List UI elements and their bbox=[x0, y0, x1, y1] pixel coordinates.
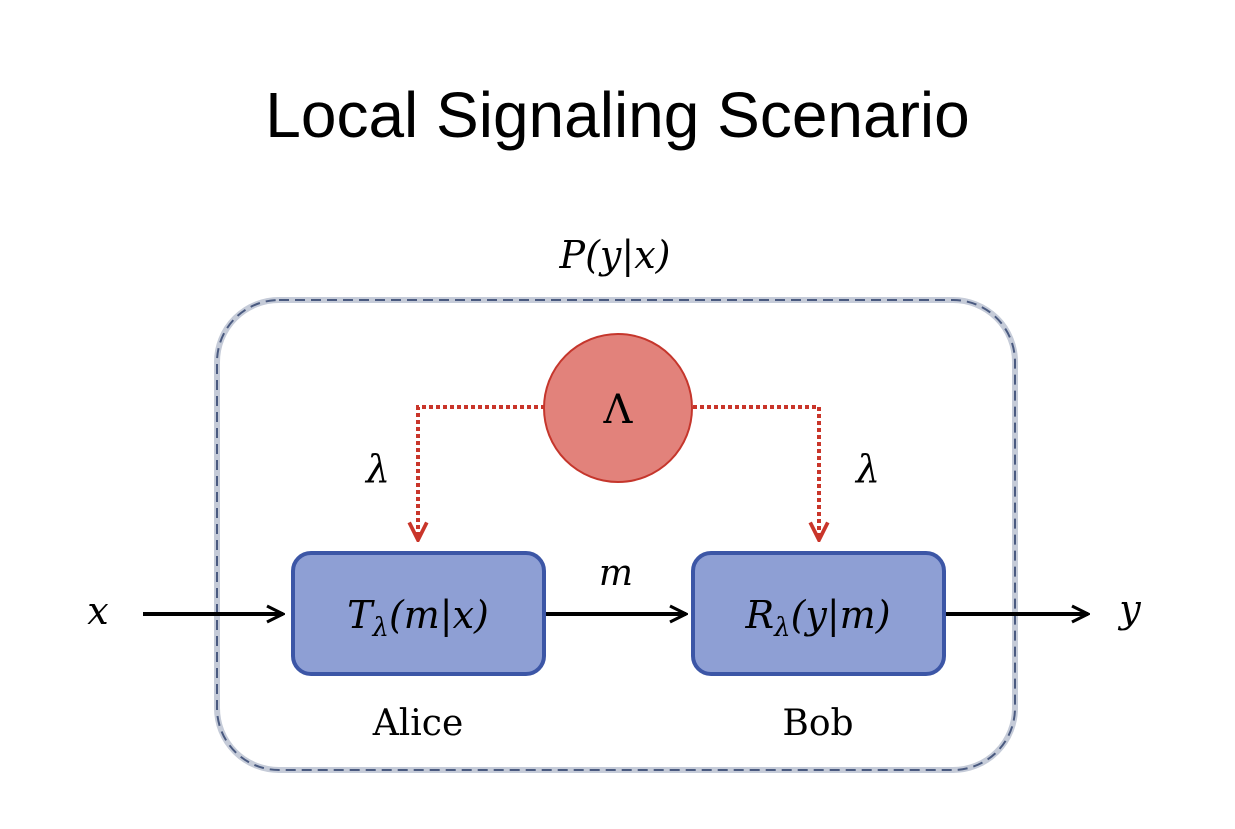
lambda-label-left: λ bbox=[364, 447, 390, 491]
output-label: y bbox=[1117, 587, 1141, 631]
alice-box-main: T bbox=[347, 593, 375, 637]
bob-box-label: Rλ(y|m) bbox=[744, 593, 890, 643]
bob-name: Bob bbox=[782, 703, 853, 744]
input-label: x bbox=[87, 589, 108, 633]
bob-box bbox=[691, 551, 946, 676]
outer-box bbox=[216, 299, 1016, 771]
bob-box-sub: λ bbox=[773, 613, 790, 643]
lambda-arrow-left bbox=[418, 405, 545, 540]
alice-name: Alice bbox=[372, 703, 464, 744]
alice-box-sub: λ bbox=[371, 613, 388, 643]
message-label: m bbox=[599, 553, 633, 594]
source-label: Λ bbox=[603, 387, 634, 433]
bob-box-main: R bbox=[744, 593, 774, 637]
alice-box-label: Tλ(m|x) bbox=[347, 593, 489, 643]
outer-label: P(y|x) bbox=[559, 233, 671, 277]
alice-box-args: (m|x) bbox=[389, 593, 489, 637]
bob-box-args: (y|m) bbox=[791, 593, 891, 637]
source-circle bbox=[543, 333, 693, 483]
page-title: Local Signaling Scenario bbox=[265, 79, 970, 151]
lambda-arrow-right bbox=[693, 405, 819, 540]
alice-box bbox=[291, 551, 546, 676]
lambda-label-right: λ bbox=[854, 447, 880, 491]
